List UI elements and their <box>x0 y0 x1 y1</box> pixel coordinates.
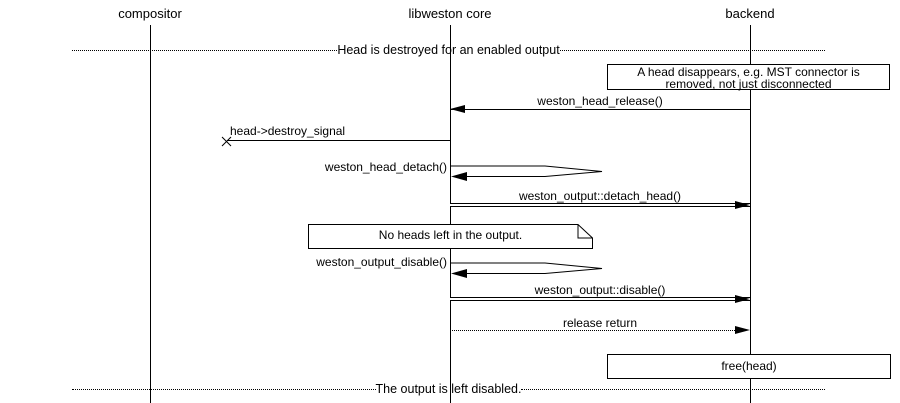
box-free-head: free(head) <box>607 354 891 379</box>
self-call-loop-icon <box>451 262 603 278</box>
note-head-disappears-line1: A head disappears, e.g. MST connector is <box>637 64 860 79</box>
message-label-weston-output-disable-api: weston_output_disable() <box>316 255 447 269</box>
divider-dotted-line <box>72 388 376 390</box>
note-head-disappears-line2: removed, not just disconnected <box>665 76 832 91</box>
lifeline-compositor <box>149 25 151 403</box>
message-line-weston-head-release <box>450 109 750 110</box>
arrowhead-left-icon <box>450 105 465 113</box>
message-label-weston-head-release: weston_head_release() <box>537 94 663 108</box>
note-head-disappears: A head disappears, e.g. MST connector is… <box>607 64 890 90</box>
message-label-weston-head-detach: weston_head_detach() <box>324 160 447 174</box>
lifeline-libweston-core <box>449 25 451 403</box>
message-line-head-destroy-signal <box>227 140 450 141</box>
divider-bottom: The output is left disabled. <box>72 382 825 396</box>
divider-top-label: Head is destroyed for an enabled output <box>337 43 560 57</box>
message-label-release-return: release return <box>562 316 638 330</box>
divider-top: Head is destroyed for an enabled output <box>72 43 826 57</box>
divider-dotted-line <box>72 49 338 51</box>
arrowhead-right-icon <box>735 294 750 303</box>
message-line-release-return <box>450 329 735 331</box>
note-no-heads-left-shape <box>308 224 593 249</box>
message-line-weston-output-detach-head <box>450 203 750 207</box>
divider-bottom-label: The output is left disabled. <box>375 382 522 396</box>
actor-compositor: compositor <box>118 6 182 21</box>
message-label-weston-output-detach-head: weston_output::detach_head() <box>518 189 682 203</box>
divider-dotted-line <box>521 388 825 390</box>
self-call-loop-icon <box>451 165 603 181</box>
note-no-heads-left: No heads left in the output. <box>378 228 523 242</box>
actor-libweston-core: libweston core <box>408 6 492 21</box>
message-line-weston-output-disable-vfunc <box>450 297 750 301</box>
actor-backend: backend <box>725 6 775 21</box>
divider-dotted-line <box>559 49 826 51</box>
message-label-weston-output-disable-vfunc: weston_output::disable() <box>534 283 666 297</box>
message-label-head-destroy-signal: head->destroy_signal <box>230 124 346 138</box>
lost-message-x-icon <box>221 136 232 147</box>
arrowhead-right-icon <box>735 325 750 334</box>
arrowhead-right-icon <box>735 200 750 209</box>
lifeline-backend <box>749 25 751 403</box>
